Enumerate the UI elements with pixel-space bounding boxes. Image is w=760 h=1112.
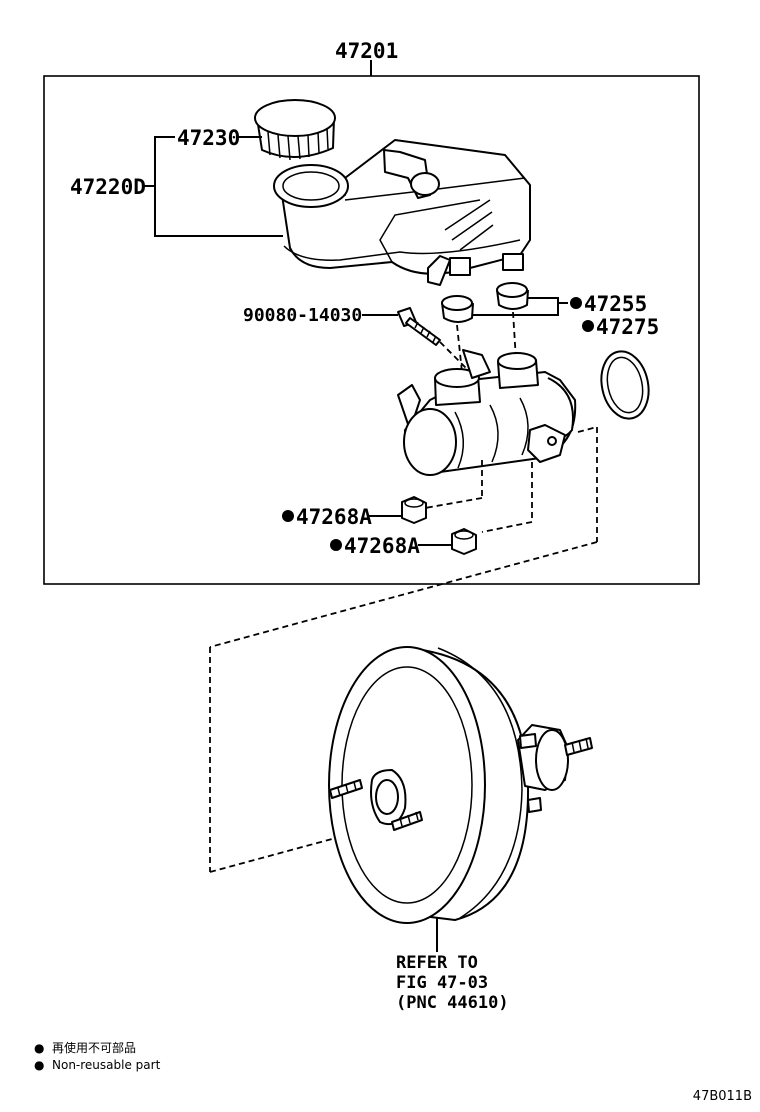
booster-ref-line1: REFER TO bbox=[396, 953, 478, 973]
oring-drawing bbox=[600, 350, 650, 420]
reservoir-drawing bbox=[273, 139, 531, 286]
master-cylinder-drawing bbox=[397, 349, 577, 476]
nut-lower-drawing bbox=[451, 528, 477, 555]
figure-code: 47B011B bbox=[693, 1089, 752, 1104]
nut-lower-part-number[interactable]: 47268A bbox=[344, 534, 420, 558]
legend: ● 再使用不可部品 ● Non-reusable part bbox=[34, 1040, 161, 1072]
nut-upper-nonreusable-dot bbox=[282, 510, 294, 522]
grommet-nonreusable-dot bbox=[570, 297, 582, 309]
legend-text-jp: 再使用不可部品 bbox=[52, 1040, 136, 1055]
bolt-drawing bbox=[397, 307, 441, 346]
alignment-lines-upper bbox=[439, 311, 517, 373]
legend-text-en: Non-reusable part bbox=[52, 1058, 161, 1072]
grommet-part-number[interactable]: 47255 bbox=[584, 292, 647, 316]
legend-dot-en: ● bbox=[34, 1058, 44, 1072]
oring-part-number[interactable]: 47275 bbox=[596, 315, 659, 339]
grommet-drawings bbox=[441, 282, 529, 323]
alignment-lines-lower bbox=[209, 426, 598, 873]
nut-lower-nonreusable-dot bbox=[330, 539, 342, 551]
brake-booster-drawing bbox=[328, 646, 593, 924]
grommet-bracket bbox=[473, 297, 559, 316]
booster-ref-line2: FIG 47-03 bbox=[396, 973, 488, 993]
oring-nonreusable-dot bbox=[582, 320, 594, 332]
booster-ref-line3: (PNC 44610) bbox=[396, 993, 509, 1013]
cap-drawing bbox=[254, 99, 336, 161]
reservoir-part-number[interactable]: 47220D bbox=[70, 175, 146, 199]
assembly-part-number[interactable]: 47201 bbox=[335, 39, 398, 63]
bolt-part-number[interactable]: 90080-14030 bbox=[243, 305, 362, 326]
legend-dot-jp: ● bbox=[34, 1041, 44, 1055]
cap-part-number[interactable]: 47230 bbox=[177, 126, 240, 150]
nut-upper-part-number[interactable]: 47268A bbox=[296, 505, 372, 529]
nut-upper-drawing bbox=[401, 496, 427, 524]
